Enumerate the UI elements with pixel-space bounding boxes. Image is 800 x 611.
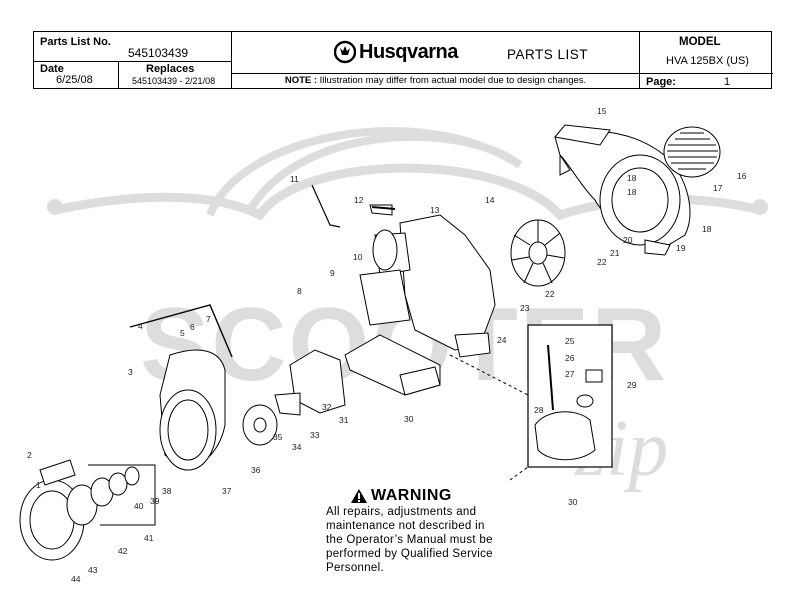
- bracket-line-4: [129, 304, 233, 358]
- callout: 38: [162, 486, 172, 496]
- callout: 18: [627, 173, 637, 183]
- intake-grille: [663, 126, 721, 178]
- blower-tube: [344, 334, 441, 396]
- callout: 36: [251, 465, 261, 475]
- engine-cover: [159, 349, 226, 471]
- warning-body: All repairs, adjustments and maintenance…: [326, 505, 526, 575]
- callout: 37: [222, 486, 232, 496]
- page-label: Page:: [646, 76, 676, 88]
- fuel-tank-assembly: [527, 324, 613, 468]
- callout: 18: [702, 224, 712, 234]
- callout: 14: [485, 195, 495, 205]
- warning-line: Personnel.: [326, 562, 384, 574]
- replaces-value: 545103439 - 2/21/08: [132, 76, 216, 86]
- warning-heading: WARNING: [326, 487, 526, 505]
- crown-icon: [334, 40, 356, 64]
- callout: 22: [597, 257, 607, 267]
- page-number: 1: [724, 76, 731, 88]
- callout: 35: [273, 432, 283, 442]
- callout: 23: [520, 303, 530, 313]
- callout: 8: [297, 286, 302, 296]
- bracket-line-41: [88, 464, 156, 526]
- callout: 2: [27, 450, 32, 460]
- part-12: [371, 206, 396, 210]
- callout: 40: [134, 501, 144, 511]
- header-right-block: [639, 32, 773, 88]
- callout: 25: [565, 336, 575, 346]
- callout: 34: [292, 442, 302, 452]
- parts-list-header: Parts List No. 545103439 Date 6/25/08 Re…: [33, 31, 773, 89]
- callout: 27: [565, 369, 575, 379]
- callout: 16: [737, 171, 747, 181]
- callout: 39: [150, 496, 160, 506]
- warning-line: All repairs, adjustments and: [326, 506, 477, 518]
- note-text: Illustration may differ from actual mode…: [319, 75, 587, 86]
- header-left-block: [34, 32, 232, 88]
- warning-line: performed by Qualified Service: [326, 548, 493, 560]
- callout: 29: [627, 380, 637, 390]
- callout: 26: [565, 353, 575, 363]
- flywheel-assembly: [242, 349, 346, 446]
- callout: 11: [290, 174, 299, 184]
- dashed-leader: [449, 354, 529, 481]
- callout: 12: [354, 195, 364, 205]
- callout: 15: [597, 106, 607, 116]
- callout: 17: [713, 183, 723, 193]
- callout: 3: [128, 367, 133, 377]
- exploded-parts-diagram: SCOOTER zip: [19, 106, 768, 584]
- callout: 10: [353, 252, 363, 262]
- warning-line: maintenance not described in: [326, 520, 485, 532]
- impeller-fan: [510, 219, 566, 287]
- recoil-starter: [19, 459, 140, 561]
- callout: 30: [404, 414, 414, 424]
- callout: 42: [118, 546, 128, 556]
- note: NOTE : Illustration may differ from actu…: [232, 75, 639, 86]
- callouts: 1 2 3 4 5 6 7 8 9 10 11 12 13 14 15 16 1…: [27, 106, 747, 584]
- brand-name: Husqvarna: [359, 40, 458, 63]
- blower-housing-right: [554, 124, 691, 256]
- callout: 13: [430, 205, 440, 215]
- callout: 5: [180, 328, 185, 338]
- replaces-label: Replaces: [146, 63, 195, 75]
- callout: 21: [610, 248, 620, 258]
- callout: 32: [322, 402, 332, 412]
- blower-housing-left: [359, 204, 496, 358]
- doc-title: PARTS LIST: [507, 47, 589, 62]
- warning-triangle-icon: [351, 489, 367, 503]
- callout: 19: [676, 243, 686, 253]
- callout: 33: [310, 430, 320, 440]
- callout: 4: [138, 321, 143, 331]
- callout: 43: [88, 565, 98, 575]
- callout: 18: [627, 187, 637, 197]
- model-value: HVA 125BX (US): [666, 55, 749, 67]
- date-label: Date: [40, 63, 64, 75]
- callout: 31: [339, 415, 349, 425]
- callout: 7: [206, 314, 211, 324]
- warning-line: the Operator’s Manual must be: [326, 534, 493, 546]
- date-value: 6/25/08: [56, 74, 93, 86]
- callout: 24: [497, 335, 507, 345]
- throttle-wire: [311, 184, 341, 228]
- callout: 1: [36, 480, 41, 490]
- warning-notice: WARNING All repairs, adjustments and mai…: [326, 487, 526, 575]
- callout: 41: [144, 533, 154, 543]
- callout: 20: [623, 235, 633, 245]
- note-prefix: NOTE :: [284, 75, 318, 86]
- callout: 44: [71, 574, 81, 584]
- callout: 9: [330, 268, 335, 278]
- husqvarna-logo: Husqvarna: [334, 38, 458, 66]
- callout: 6: [190, 322, 195, 332]
- callout: 22: [545, 289, 555, 299]
- model-label: MODEL: [679, 36, 721, 48]
- parts-list-no: 545103439: [128, 46, 189, 60]
- parts-list-no-label: Parts List No.: [40, 36, 111, 48]
- warning-title: WARNING: [371, 487, 452, 504]
- callout: 28: [534, 405, 544, 415]
- callout: 30: [568, 497, 578, 507]
